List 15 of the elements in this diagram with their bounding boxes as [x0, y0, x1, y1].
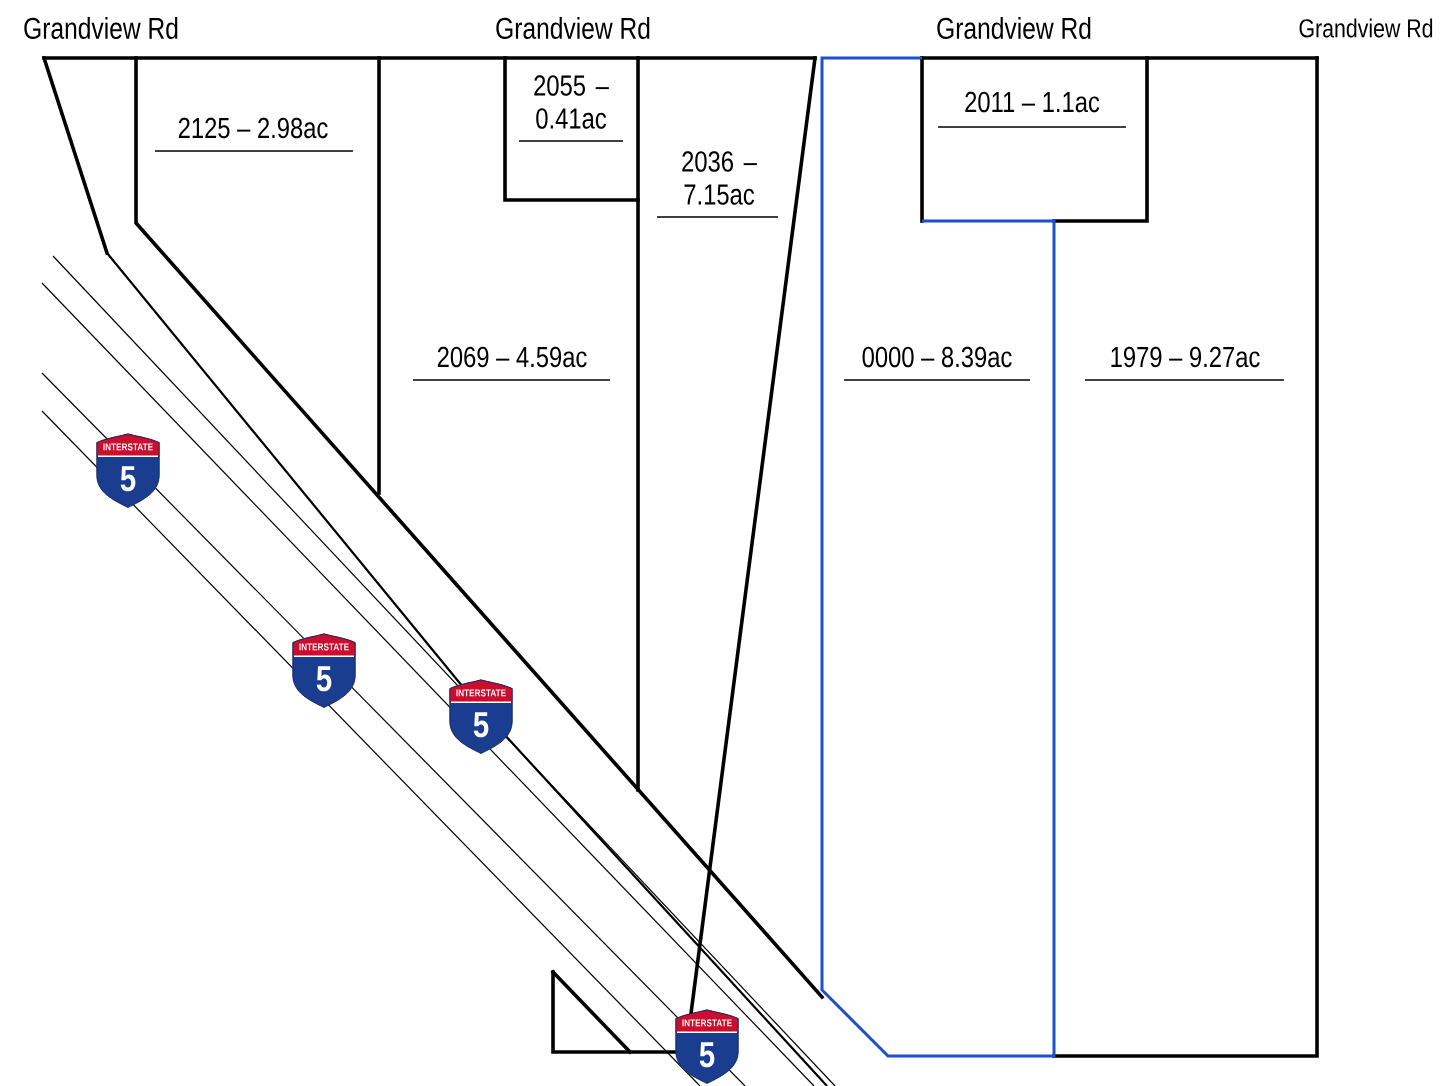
interstate-shield: INTERSTATE 5 [675, 1009, 739, 1084]
interstate-shield: INTERSTATE 5 [96, 433, 160, 508]
parcel-label: 2011 – 1.1ac [937, 91, 1127, 128]
street-name: Grandview Rd [1299, 18, 1433, 38]
interstate-shield: INTERSTATE 5 [292, 633, 356, 708]
interstate-shield: INTERSTATE 5 [449, 679, 513, 754]
parcel-label: 2069 – 4.59ac [412, 346, 611, 381]
street-name: Grandview Rd [496, 17, 650, 39]
parcel-label: 1979 – 9.27ac [1084, 346, 1285, 381]
parcel-label: 2055 – 0.41ac [518, 75, 624, 142]
parcel-label: 2036 – 7.15ac [656, 151, 779, 218]
parcel-label: 0000 – 8.39ac [843, 346, 1031, 381]
parcel-label: 2125 – 2.98ac [154, 117, 354, 152]
street-name: Grandview Rd [24, 17, 178, 39]
street-name: Grandview Rd [937, 17, 1091, 39]
